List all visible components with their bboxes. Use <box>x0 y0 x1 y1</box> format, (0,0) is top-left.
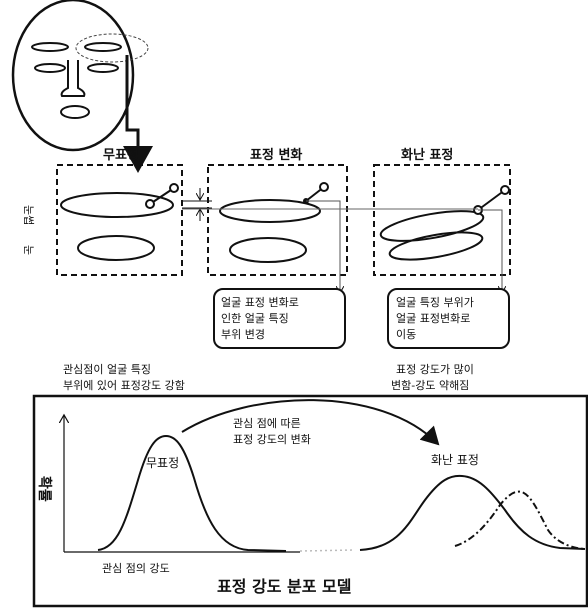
panel-change-eye <box>229 237 307 263</box>
callout-left-line-3: 부위 변경 <box>221 328 265 341</box>
angry-distribution-curve <box>359 474 586 551</box>
right-eyebrow <box>84 42 122 52</box>
region-of-interest-dashed <box>75 33 149 63</box>
intensity-change-arrow <box>181 399 440 446</box>
nose <box>60 60 86 97</box>
panel-change-point-b <box>319 182 329 192</box>
callout-left-line-1: 얼굴 표정 변화로 <box>221 295 299 309</box>
arrow-label-line-2: 표정 강도의 변화 <box>233 433 311 446</box>
y-axis-label: 확률 <box>36 476 53 502</box>
panel-title-angry: 화난 표정 <box>401 147 453 163</box>
panel-angry-frame <box>373 164 511 276</box>
panel-angry <box>373 164 511 292</box>
mouth <box>60 105 90 119</box>
distribution-model: 관심 점에 따른 표정 강도의 변화 무표정 화난 표정 확률 관심 점의 강도… <box>32 394 588 608</box>
callout-right-line-3: 이동 <box>396 328 416 341</box>
panel-neutral-point-b <box>169 183 179 193</box>
note-right-line-1: 표정 강도가 많이 <box>396 363 474 376</box>
panel-neutral <box>56 164 183 276</box>
panel-neutral-point-a <box>145 199 155 209</box>
panel-angry-point-b <box>500 185 510 195</box>
face-illustration <box>11 0 153 173</box>
panel-angry-connector <box>478 209 502 292</box>
distribution-frame <box>32 394 588 608</box>
panel-title-neutral: 무표정 <box>103 147 139 163</box>
side-label-eye: 눈 <box>22 245 35 255</box>
right-eye <box>87 63 119 73</box>
x-axis-label: 관심 점의 강도 <box>102 562 170 575</box>
callout-left-line-2: 인한 얼굴 특징 <box>221 311 289 325</box>
panel-angry-eye <box>388 231 484 261</box>
neutral-distribution-curve <box>97 434 287 552</box>
distribution-title: 표정 강도 분포 모델 <box>217 577 351 596</box>
callout-right-line-1: 얼굴 특징 부위가 <box>396 295 474 309</box>
panel-title-change: 표정 변화 <box>250 147 302 163</box>
face-to-panel-arrow <box>123 55 153 173</box>
callout-right: 얼굴 특징 부위가 얼굴 표정변화로 이동 <box>387 288 510 349</box>
callout-left: 얼굴 표정 변화로 인한 얼굴 특징 부위 변경 <box>213 288 346 349</box>
face-outline <box>11 0 135 152</box>
panel-angry-pointer <box>477 189 506 211</box>
faint-continuation <box>299 549 356 552</box>
side-label-eyebrow: 눈썹 <box>22 205 35 225</box>
peak-label-neutral: 무표정 <box>146 456 179 470</box>
panel-change-eyebrow <box>219 199 321 223</box>
panel-neutral-eyebrow <box>60 192 174 218</box>
left-eyebrow <box>31 42 69 52</box>
left-eye <box>34 63 66 73</box>
arrow-label-line-1: 관심 점에 따른 <box>233 417 301 430</box>
panel-change-connector <box>306 200 340 292</box>
panel-neutral-frame <box>56 164 183 276</box>
panel-neutral-eye <box>77 235 155 261</box>
panel-angry-eyebrow <box>379 210 485 242</box>
note-right-line-2: 변함-강도 약해짐 <box>391 378 469 392</box>
callout-right-line-2: 얼굴 표정변화로 <box>396 311 470 325</box>
peak-label-angry: 화난 표정 <box>431 453 479 467</box>
panel-change <box>207 164 348 292</box>
panel-change-frame <box>207 164 348 276</box>
note-left-line-2: 부위에 있어 표정강도 강함 <box>63 379 185 392</box>
note-left-line-1: 관심점이 얼굴 특징 <box>63 362 151 376</box>
angry-shifted-curve <box>454 490 586 550</box>
